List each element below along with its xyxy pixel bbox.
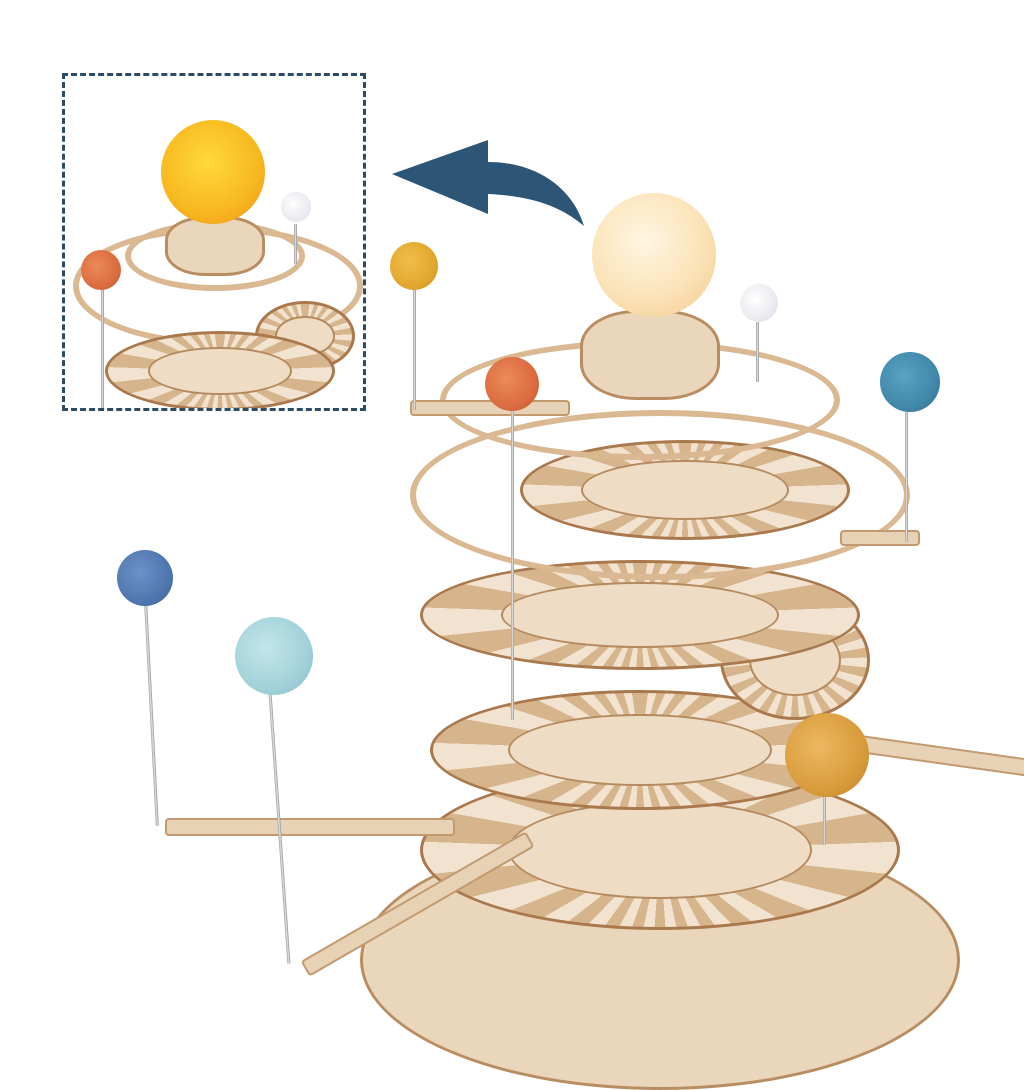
inset-rod [294, 224, 297, 264]
rod-mars [511, 410, 514, 720]
mercury [740, 284, 778, 322]
uranus [235, 617, 313, 695]
inset-gear-large [105, 331, 335, 408]
orrery-model [117, 193, 1024, 1090]
earth [880, 352, 940, 412]
rod-venus [413, 290, 416, 410]
rod-earth [905, 412, 908, 542]
inset-detail-frame [62, 73, 366, 411]
inset-sun-lamp-lit [161, 120, 265, 224]
arm-right [858, 735, 1024, 777]
inset-rod [101, 288, 104, 408]
arm-earth [840, 530, 920, 546]
rod-neptune [144, 604, 159, 826]
curved-arrow-icon [392, 140, 584, 226]
neptune [117, 550, 173, 606]
inset-mercury [281, 192, 311, 222]
venus [390, 242, 438, 290]
sun-lamp-off [592, 193, 716, 317]
arm-neptune [165, 818, 455, 836]
inset-mars [81, 250, 121, 290]
jupiter [785, 713, 869, 797]
rod-mercury [756, 322, 759, 382]
mars [485, 357, 539, 411]
sun-base [580, 310, 720, 400]
arm-venus [410, 400, 570, 416]
rod-jupiter [823, 795, 826, 845]
